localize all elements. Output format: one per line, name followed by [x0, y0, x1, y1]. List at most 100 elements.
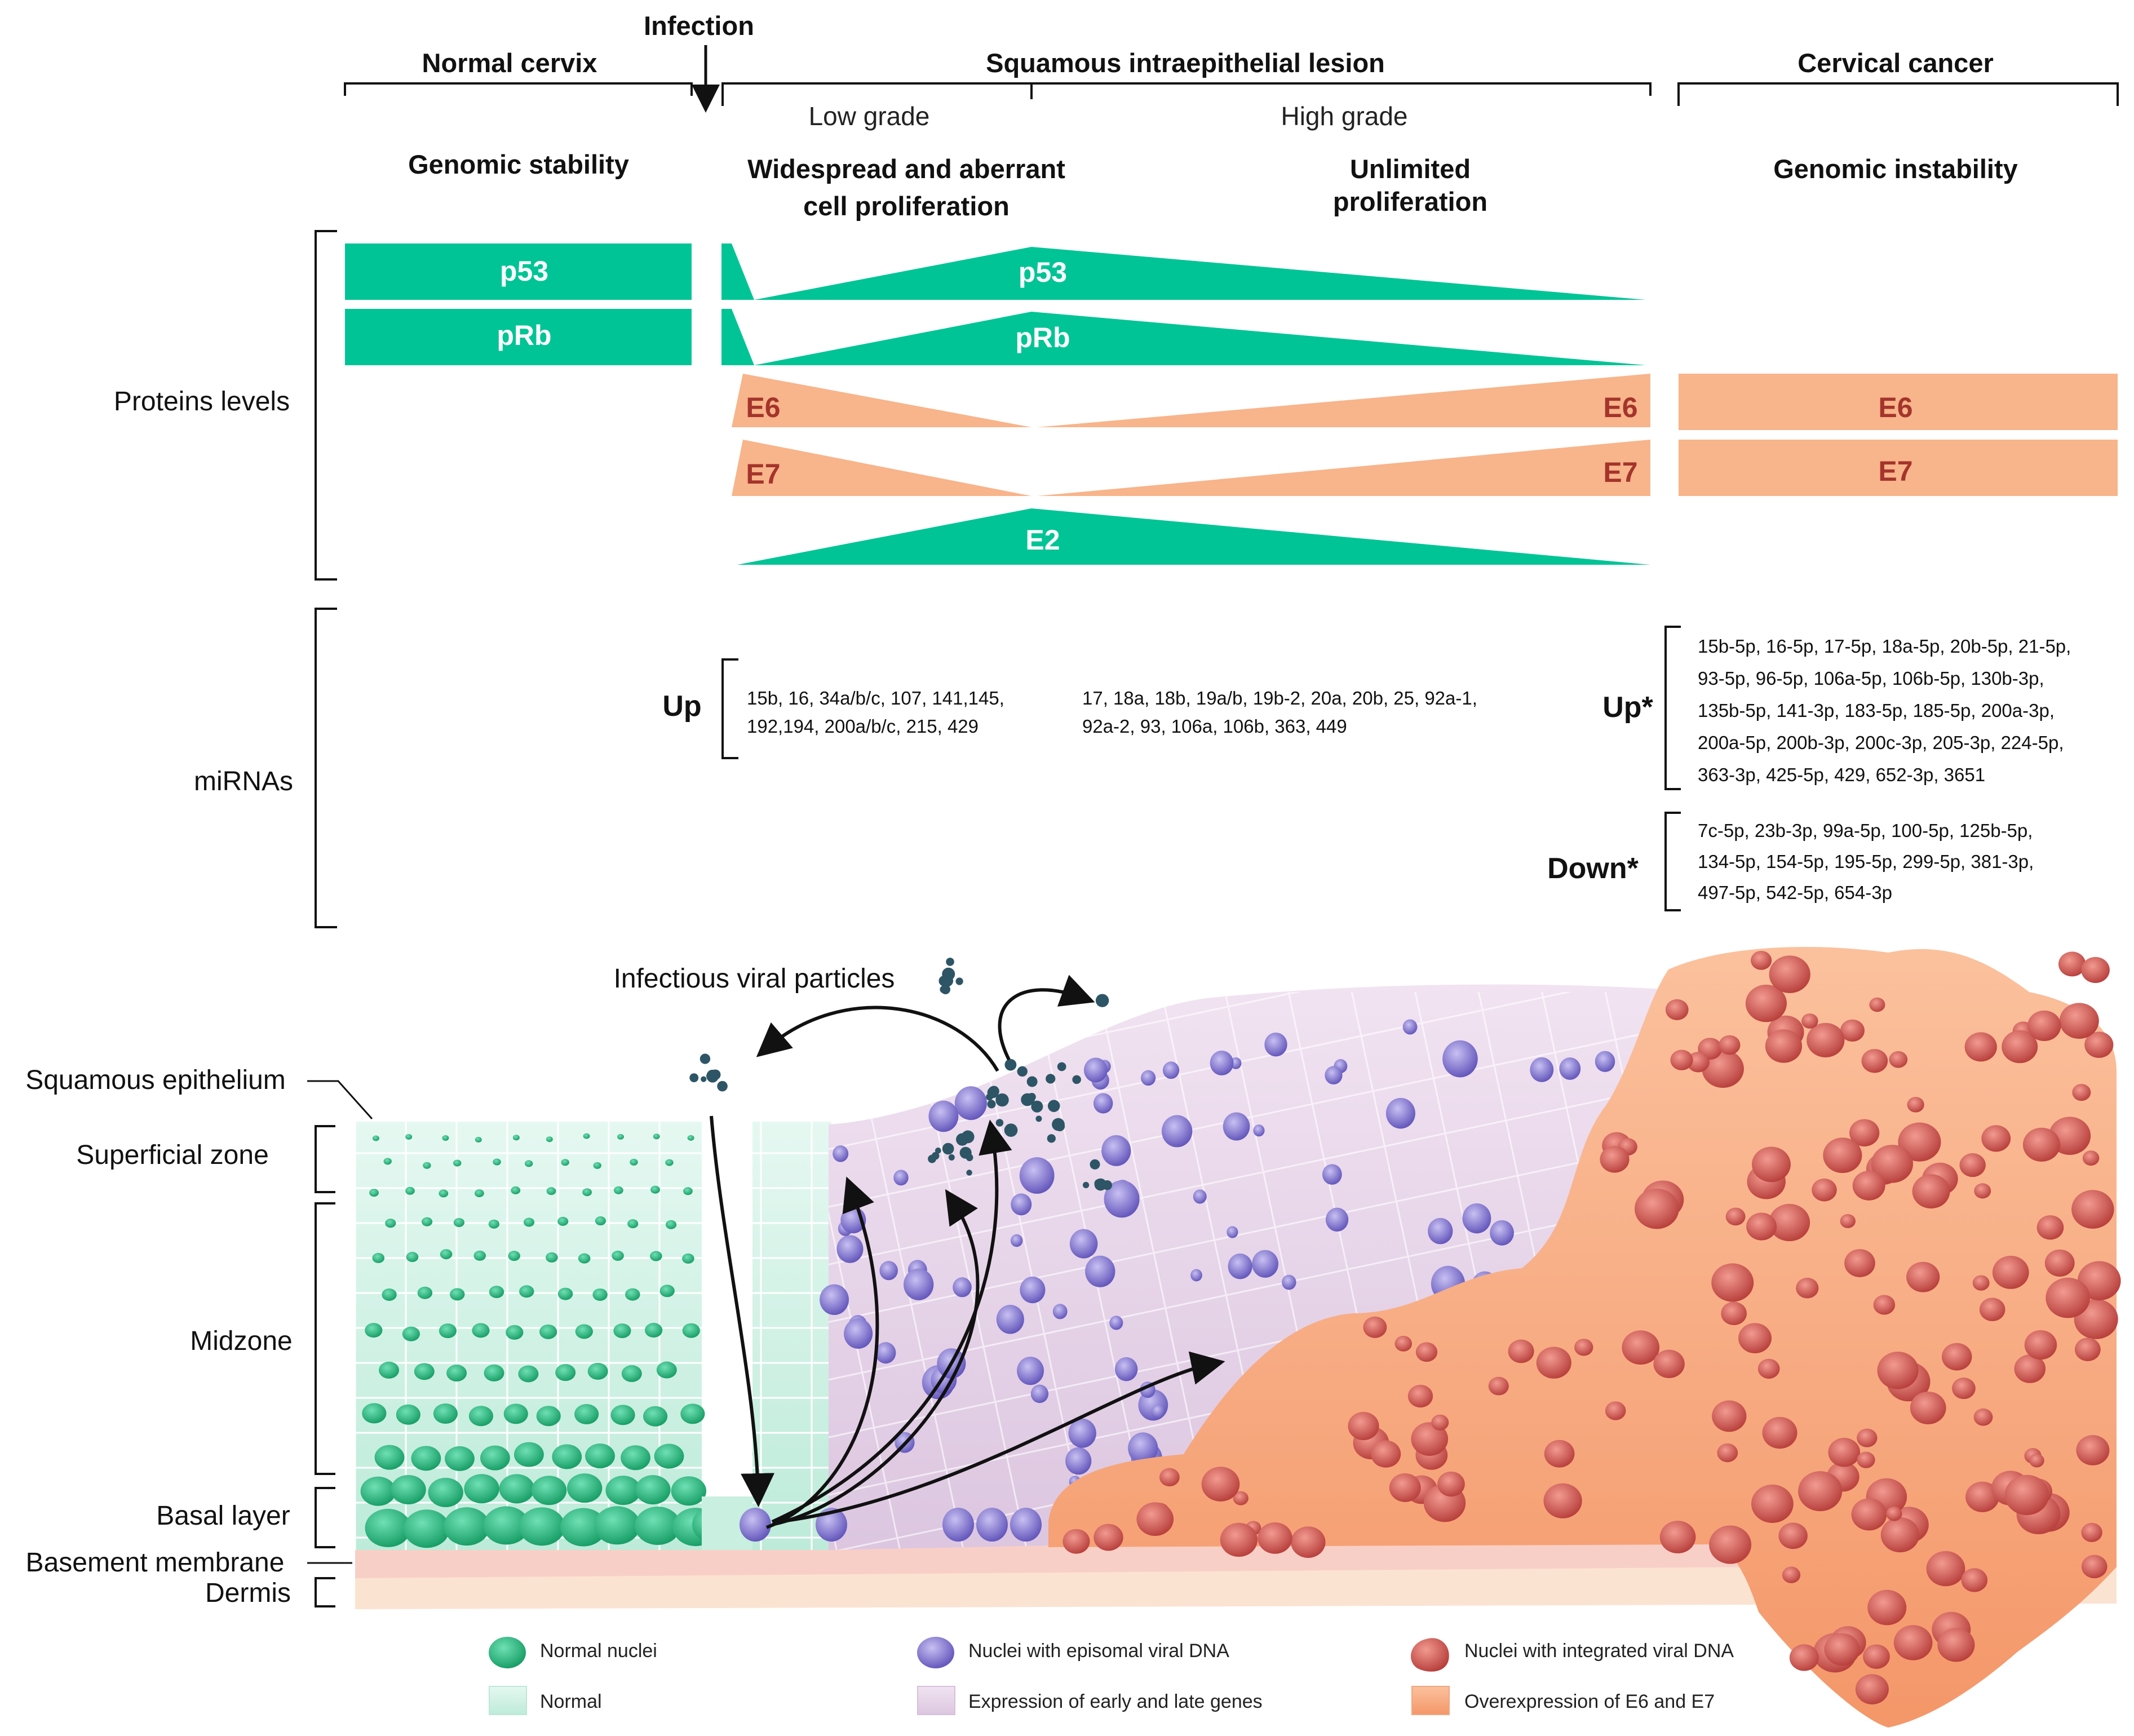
episomal-nucleus [1114, 1357, 1138, 1381]
viral-particle [699, 1053, 711, 1064]
normal-nucleus [610, 1405, 635, 1425]
normal-nucleus [365, 1323, 383, 1338]
normal-nucleus [360, 1476, 396, 1506]
integrated-nucleus [1979, 1297, 2005, 1322]
integrated-nucleus [1220, 1522, 1258, 1557]
integrated-nucleus [2029, 1454, 2044, 1468]
integrated-nucleus [1746, 1212, 1777, 1241]
prb-label-normal: pRb [497, 320, 551, 351]
integrated-nucleus [1543, 1483, 1582, 1518]
mirna-low-bracket [721, 658, 738, 759]
normal-nucleus [659, 1285, 675, 1297]
normal-nucleus [582, 1188, 592, 1197]
integrated-nucleus [1093, 1524, 1123, 1551]
normal-nucleus [665, 1159, 674, 1166]
normal-nucleus [585, 1443, 615, 1469]
integrated-nucleus [1605, 1401, 1626, 1420]
normal-nucleus [445, 1446, 475, 1471]
episomal-nucleus [844, 1318, 873, 1349]
episomal-nucleus [1109, 1316, 1123, 1330]
integrated-nucleus [1961, 1568, 1988, 1592]
p53-label-sil: p53 [1019, 256, 1067, 288]
episomal-nucleus [836, 1235, 864, 1263]
normal-nucleus [489, 1286, 504, 1299]
header-genomic-stability: Genomic stability [408, 149, 629, 179]
normal-nucleus [468, 1406, 493, 1427]
normal-nucleus [617, 1133, 624, 1140]
viral-particle [1047, 1134, 1056, 1143]
normal-nucleus [621, 1445, 650, 1471]
integrated-nucleus [1686, 1052, 1710, 1073]
normal-nucleus [374, 1445, 405, 1470]
normal-nucleus [421, 1217, 433, 1226]
episomal-nucleus [996, 1305, 1024, 1334]
mirna-low-line1: 15b, 16, 34a/b/c, 107, 141,145, [747, 688, 1004, 708]
integrated-nucleus [1789, 1644, 1819, 1671]
episomal-nucleus [1104, 1180, 1140, 1218]
normal-nucleus [453, 1159, 462, 1167]
normal-nucleus [574, 1403, 599, 1424]
episomal-nucleus [1530, 1057, 1554, 1082]
prb-bar-normal [345, 309, 692, 365]
viral-particle [706, 1070, 719, 1083]
normal-nucleus [635, 1507, 681, 1545]
normal-nucleus [506, 1325, 524, 1340]
basal-bracket [315, 1487, 335, 1548]
viral-particle [1082, 1181, 1090, 1189]
integrated-nucleus [1411, 1422, 1449, 1456]
viral-particle [701, 1076, 707, 1082]
normal-strip-cell-grid [752, 1122, 831, 1550]
normal-nucleus [682, 1253, 694, 1264]
normal-nucleus [555, 1364, 576, 1381]
mirna-cancer-down-label: Down* [1547, 852, 1639, 885]
stage-header: Normal cervix Infection Squamous intraep… [344, 11, 2119, 221]
integrated-nucleus [1665, 999, 1689, 1020]
normal-nucleus [575, 1324, 593, 1339]
normal-nucleus [444, 1507, 490, 1546]
integrated-nucleus [1801, 1013, 1818, 1029]
mirna-line: 135b-5p, 141-3p, 183-5p, 185-5p, 200a-3p… [1698, 700, 2055, 721]
normal-nucleus [405, 1186, 415, 1195]
integrated-nucleus [1721, 1301, 1747, 1326]
dermis-bracket [315, 1577, 335, 1607]
e6-label-cancer: E6 [1878, 392, 1912, 423]
integrated-nucleus [1544, 1440, 1575, 1468]
episomal-nucleus [1322, 1164, 1342, 1185]
arrow-to-upper [772, 1189, 980, 1526]
integrated-nucleus [1964, 1032, 1997, 1062]
p53-drop-triangle [721, 243, 754, 300]
episomal-nucleus [1052, 1304, 1068, 1319]
header-widespread-1: Widespread and aberrant [747, 154, 1065, 184]
legend-normal-nuclei-swatch [489, 1637, 526, 1668]
viral-particle [995, 1119, 1004, 1127]
viral-particle [1046, 1074, 1056, 1084]
normal-nucleus [450, 1288, 465, 1301]
e6-bar-low [732, 374, 1031, 427]
legend-episomal-swatch [917, 1637, 954, 1668]
integrated-nucleus [1782, 1566, 1801, 1583]
normal-nucleus [446, 1365, 467, 1382]
episomal-nucleus [953, 1277, 972, 1297]
integrated-nucleus [1757, 1358, 1780, 1379]
viral-particle [955, 977, 963, 985]
integrated-nucleus [1869, 997, 1885, 1012]
episomal-nucleus [893, 1170, 909, 1186]
mirna-label: miRNAs [194, 767, 293, 796]
viral-particle [940, 985, 948, 994]
integrated-nucleus [2027, 1010, 2061, 1042]
integrated-nucleus [1880, 1517, 1920, 1553]
normal-nucleus [440, 1249, 453, 1260]
legend-normal: Normal [540, 1691, 602, 1712]
integrated-nucleus [1752, 1146, 1791, 1183]
integrated-nucleus [2022, 1127, 2061, 1162]
viral-particle [966, 1154, 973, 1162]
episomal-nucleus [976, 1508, 1008, 1542]
integrated-nucleus [1863, 1644, 1890, 1669]
e6-label-low: E6 [746, 392, 780, 423]
integrated-nucleus [1437, 1471, 1465, 1497]
normal-nucleus [592, 1288, 608, 1301]
episomal-nucleus [1101, 1135, 1131, 1166]
episomal-nucleus [1019, 1157, 1055, 1194]
integrated-nucleus [1508, 1339, 1534, 1363]
integrated-nucleus [1898, 1122, 1941, 1162]
